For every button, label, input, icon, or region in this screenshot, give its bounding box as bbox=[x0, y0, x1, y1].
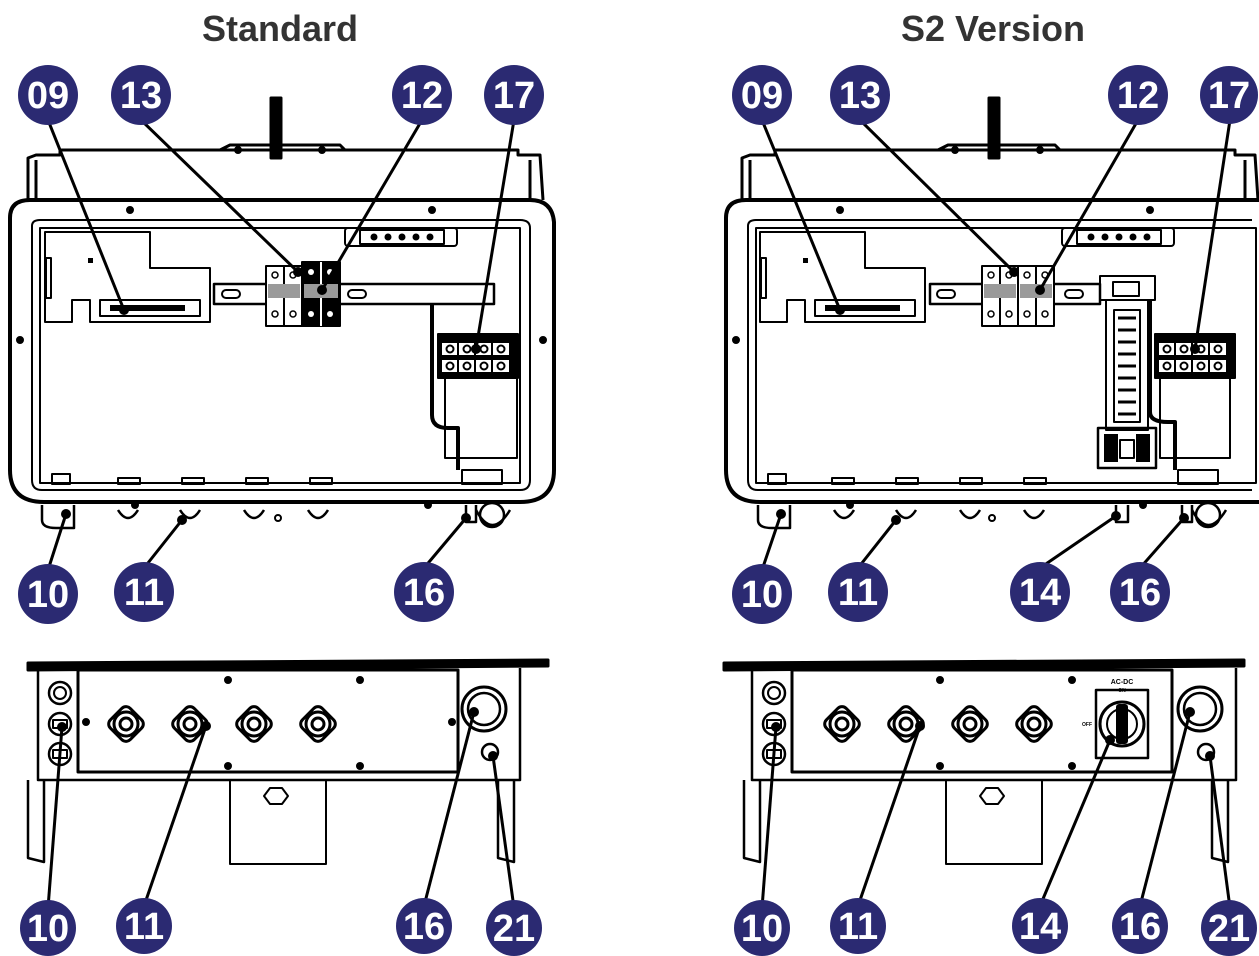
on-label: ON bbox=[1118, 688, 1126, 694]
callout-badge: 21 bbox=[1201, 900, 1257, 956]
callout-badge: 11 bbox=[830, 898, 886, 954]
standard-title: Standard bbox=[201, 8, 359, 49]
callout-number: 10 bbox=[741, 908, 783, 950]
callout-badge: 12 bbox=[1108, 65, 1168, 125]
callout-badge: 09 bbox=[732, 65, 792, 125]
ac-dc-label: AC-DC bbox=[1111, 679, 1134, 686]
callout-badge: 16 bbox=[394, 562, 454, 622]
s2-version-title: S2 Version bbox=[900, 8, 1086, 49]
callout-number: 11 bbox=[124, 906, 164, 948]
callout-number: 16 bbox=[403, 906, 445, 948]
callout-number: 10 bbox=[27, 574, 69, 616]
callout-badge: 13 bbox=[830, 65, 890, 125]
standard-bottom-view bbox=[26, 658, 550, 865]
callout-badge: 10 bbox=[732, 564, 792, 624]
leader-dots bbox=[57, 267, 1215, 761]
s2-bottom-view: AC-DC ON OFF bbox=[722, 658, 1246, 865]
callout-number: 17 bbox=[493, 75, 535, 117]
callout-badge: 21 bbox=[486, 900, 542, 956]
callout-badge: 16 bbox=[1110, 562, 1170, 622]
callout-number: 16 bbox=[1119, 906, 1161, 948]
callout-badge: 13 bbox=[111, 65, 171, 125]
callout-number: 14 bbox=[1019, 906, 1061, 948]
callout-number: 16 bbox=[1119, 572, 1161, 614]
callout-number: 21 bbox=[1208, 908, 1250, 950]
callout-badges: 09 13 12 17 10 11 16 10 11 16 21 09 13 1… bbox=[18, 65, 1258, 956]
callout-number: 10 bbox=[741, 574, 783, 616]
callout-number: 13 bbox=[839, 75, 881, 117]
callout-number: 14 bbox=[1019, 572, 1061, 614]
callout-badge: 17 bbox=[1200, 66, 1258, 124]
s2-top-view bbox=[724, 96, 1259, 530]
standard-top-view bbox=[8, 96, 556, 530]
callout-number: 12 bbox=[401, 75, 443, 117]
callout-number: 11 bbox=[124, 572, 164, 614]
callout-badge: 14 bbox=[1012, 898, 1068, 954]
antenna bbox=[269, 96, 283, 160]
callout-badge: 16 bbox=[1112, 898, 1168, 954]
callout-badge: 17 bbox=[484, 65, 544, 125]
callout-number: 21 bbox=[493, 908, 535, 950]
callout-number: 09 bbox=[27, 75, 69, 117]
off-label: OFF bbox=[1082, 722, 1092, 728]
callout-badge: 11 bbox=[116, 898, 172, 954]
callout-number: 12 bbox=[1117, 75, 1159, 117]
leader-lines bbox=[46, 118, 1232, 909]
callout-number: 11 bbox=[838, 572, 878, 614]
callout-badge: 10 bbox=[20, 900, 76, 956]
callout-number: 10 bbox=[27, 908, 69, 950]
callout-number: 17 bbox=[1208, 75, 1250, 117]
callout-badge: 16 bbox=[396, 898, 452, 954]
callout-badge: 10 bbox=[18, 564, 78, 624]
callout-number: 16 bbox=[403, 572, 445, 614]
callout-badge: 11 bbox=[828, 562, 888, 622]
callout-badge: 09 bbox=[18, 65, 78, 125]
callout-badge: 10 bbox=[734, 900, 790, 956]
callout-badge: 11 bbox=[114, 562, 174, 622]
callout-badge: 12 bbox=[392, 65, 452, 125]
antenna bbox=[987, 96, 1001, 160]
callout-number: 09 bbox=[741, 75, 783, 117]
callout-number: 11 bbox=[838, 906, 878, 948]
callout-badge: 14 bbox=[1010, 562, 1070, 622]
callout-number: 13 bbox=[120, 75, 162, 117]
